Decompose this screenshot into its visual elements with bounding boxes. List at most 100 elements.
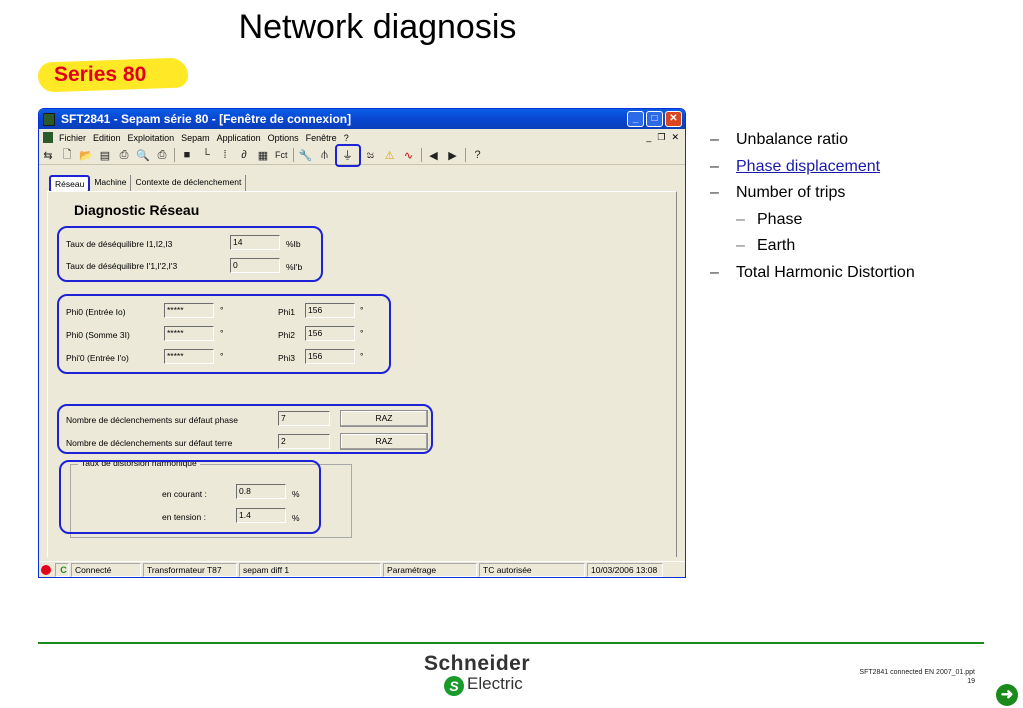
sft2841-window: SFT2841 - Sepam série 80 - [Fenêtre de c… bbox=[38, 108, 686, 578]
printer-icon[interactable]: ⎙ bbox=[157, 148, 167, 161]
connection-status-icon: C bbox=[55, 562, 69, 577]
status-application: sepam diff 1 bbox=[239, 562, 381, 577]
minimize-button[interactable]: _ bbox=[627, 111, 644, 127]
bullet-unbalance-ratio: Unbalance ratio bbox=[710, 127, 915, 154]
reset-earth-trips-button[interactable]: RAZ bbox=[340, 433, 428, 450]
footer-rule bbox=[38, 642, 984, 644]
help-icon[interactable]: ? bbox=[474, 149, 481, 161]
thd-group bbox=[70, 464, 352, 538]
schneider-logo-icon: S bbox=[444, 676, 464, 696]
section-title: Diagnostic Réseau bbox=[74, 202, 200, 218]
bullet-number-of-trips: Number of trips bbox=[710, 180, 915, 207]
network-icon[interactable]: ⫛ bbox=[321, 148, 328, 161]
brand-subname: Electric bbox=[467, 674, 523, 693]
unbalance-value-1: 14 bbox=[230, 235, 280, 250]
save-icon[interactable]: ▤ bbox=[99, 149, 111, 162]
phi2-value: 156 bbox=[305, 326, 355, 341]
alarm-indicator-icon bbox=[41, 564, 51, 575]
menu-edition[interactable]: Edition bbox=[93, 132, 121, 143]
menu-fichier[interactable]: Fichier bbox=[59, 132, 87, 143]
reset-phase-trips-button[interactable]: RAZ bbox=[340, 410, 428, 427]
trips-phase-label: Nombre de déclenchements sur défaut phas… bbox=[66, 415, 238, 425]
bullet-list: Unbalance ratio Phase displacement Numbe… bbox=[710, 127, 915, 286]
open-folder-icon[interactable]: 📂 bbox=[79, 149, 93, 162]
phi3-unit: ° bbox=[360, 351, 364, 361]
status-device: Transformateur T87 bbox=[143, 562, 237, 577]
bullet-phase: Phase bbox=[710, 207, 915, 234]
connect-icon[interactable]: ⇆ bbox=[43, 149, 53, 162]
menu-help[interactable]: ? bbox=[343, 132, 349, 143]
logic-icon[interactable]: ∂ bbox=[241, 149, 247, 161]
unbalance-label-2: Taux de déséquilibre I'1,I'2,I'3 bbox=[66, 261, 178, 271]
page-number: 19 bbox=[967, 678, 975, 685]
menu-options[interactable]: Options bbox=[267, 132, 299, 143]
app-icon bbox=[43, 112, 55, 126]
disk-icon[interactable]: ■ bbox=[183, 149, 191, 161]
mdi-restore-button[interactable]: ❐ bbox=[657, 132, 666, 142]
new-file-icon[interactable]: 🗋 bbox=[62, 148, 72, 161]
status-connected: Connecté bbox=[71, 562, 141, 577]
menu-fenetre[interactable]: Fenêtre bbox=[305, 132, 337, 143]
menu-exploitation[interactable]: Exploitation bbox=[127, 132, 175, 143]
trips-highlight bbox=[57, 404, 433, 454]
tab-contexte-declenchement[interactable]: Contexte de déclenchement bbox=[131, 175, 247, 193]
thd-current-value: 0.8 bbox=[236, 484, 286, 499]
menu-bar: Fichier Edition Exploitation Sepam Appli… bbox=[39, 129, 685, 146]
io-icon[interactable]: ⁞ bbox=[223, 149, 227, 161]
unbalance-unit-1: %Ib bbox=[286, 239, 301, 249]
window-titlebar[interactable]: SFT2841 - Sepam série 80 - [Fenêtre de c… bbox=[39, 109, 685, 129]
status-mode: Paramétrage bbox=[383, 562, 477, 577]
diagnosis-panel: Diagnostic Réseau Taux de déséquilibre I… bbox=[47, 191, 677, 557]
slide-title: Network diagnosis bbox=[238, 8, 517, 46]
tab-machine[interactable]: Machine bbox=[90, 175, 132, 193]
menu-application[interactable]: Application bbox=[216, 132, 261, 143]
toolbar: ⇆ 🗋 📂 ▤ ⎙ 🔍 ⎙ ■ └ ⁞ ∂ ▦ Fct 🔧 ⫛ ⏚ ಜ ⚠ ∿ … bbox=[39, 143, 685, 167]
trips-phase-value: 7 bbox=[278, 411, 330, 426]
waveform-icon[interactable]: ∿ bbox=[403, 149, 414, 162]
thd-group-label: Taux de distorsion harmonique bbox=[78, 458, 200, 468]
bullet-earth: Earth bbox=[710, 233, 915, 260]
fct-button[interactable]: Fct bbox=[275, 150, 288, 160]
phi3-value: 156 bbox=[305, 349, 355, 364]
phase-value-3: ***** bbox=[164, 349, 214, 364]
arrow-right-icon[interactable]: ▶ bbox=[448, 149, 457, 162]
tree-icon[interactable]: ಜ bbox=[366, 148, 375, 161]
phase-label-3: Phi'0 (Entrée I'o) bbox=[66, 353, 129, 363]
arrow-left-icon[interactable]: ◀ bbox=[429, 149, 438, 162]
status-datetime: 10/03/2006 13:08 bbox=[587, 562, 663, 577]
print-preview-icon[interactable]: 🔍 bbox=[136, 149, 150, 162]
doc-ref: SFT2841 connected EN 2007_01.ppt bbox=[859, 669, 975, 676]
phase-unit-1: ° bbox=[220, 305, 224, 315]
footer-reference: SFT2841 connected EN 2007_01.ppt 19 bbox=[859, 668, 975, 686]
bullet-phase-displacement[interactable]: Phase displacement bbox=[710, 154, 915, 181]
warning-icon[interactable]: ⚠ bbox=[384, 149, 395, 162]
phi1-label: Phi1 bbox=[278, 307, 296, 317]
unbalance-value-2: 0 bbox=[230, 258, 280, 273]
phi2-unit: ° bbox=[360, 328, 364, 338]
thd-highlight bbox=[59, 460, 321, 534]
maximize-button[interactable]: □ bbox=[646, 111, 663, 127]
wrench-icon[interactable]: 🔧 bbox=[298, 149, 313, 162]
print-icon[interactable]: ⎙ bbox=[119, 148, 129, 161]
phase-unit-3: ° bbox=[220, 351, 224, 361]
close-button[interactable]: ✕ bbox=[665, 111, 682, 127]
phase-displacement-link[interactable]: Phase displacement bbox=[736, 157, 881, 175]
mdi-minimize-button[interactable]: _ bbox=[646, 132, 652, 142]
mdi-close-button[interactable]: ✕ bbox=[671, 132, 679, 142]
phi3-label: Phi3 bbox=[278, 353, 296, 363]
phase-label-1: Phi0 (Entrée Io) bbox=[66, 307, 126, 317]
document-icon[interactable] bbox=[43, 132, 53, 143]
next-slide-icon[interactable]: ➜ bbox=[996, 684, 1018, 706]
phase-highlight bbox=[57, 294, 391, 374]
status-bar: C Connecté Transformateur T87 sepam diff… bbox=[39, 561, 685, 577]
series-label: Series 80 bbox=[54, 63, 147, 86]
phase-unit-2: ° bbox=[220, 328, 224, 338]
graph-icon[interactable]: └ bbox=[202, 149, 210, 161]
phase-value-1: ***** bbox=[164, 303, 214, 318]
thd-voltage-label: en tension : bbox=[162, 512, 206, 522]
menu-sepam[interactable]: Sepam bbox=[181, 132, 210, 143]
network-diagnosis-icon[interactable]: ⏚ bbox=[334, 143, 361, 167]
table-icon[interactable]: ▦ bbox=[257, 149, 269, 162]
unbalance-highlight bbox=[57, 226, 323, 282]
brand-name: Schneider bbox=[424, 652, 531, 675]
